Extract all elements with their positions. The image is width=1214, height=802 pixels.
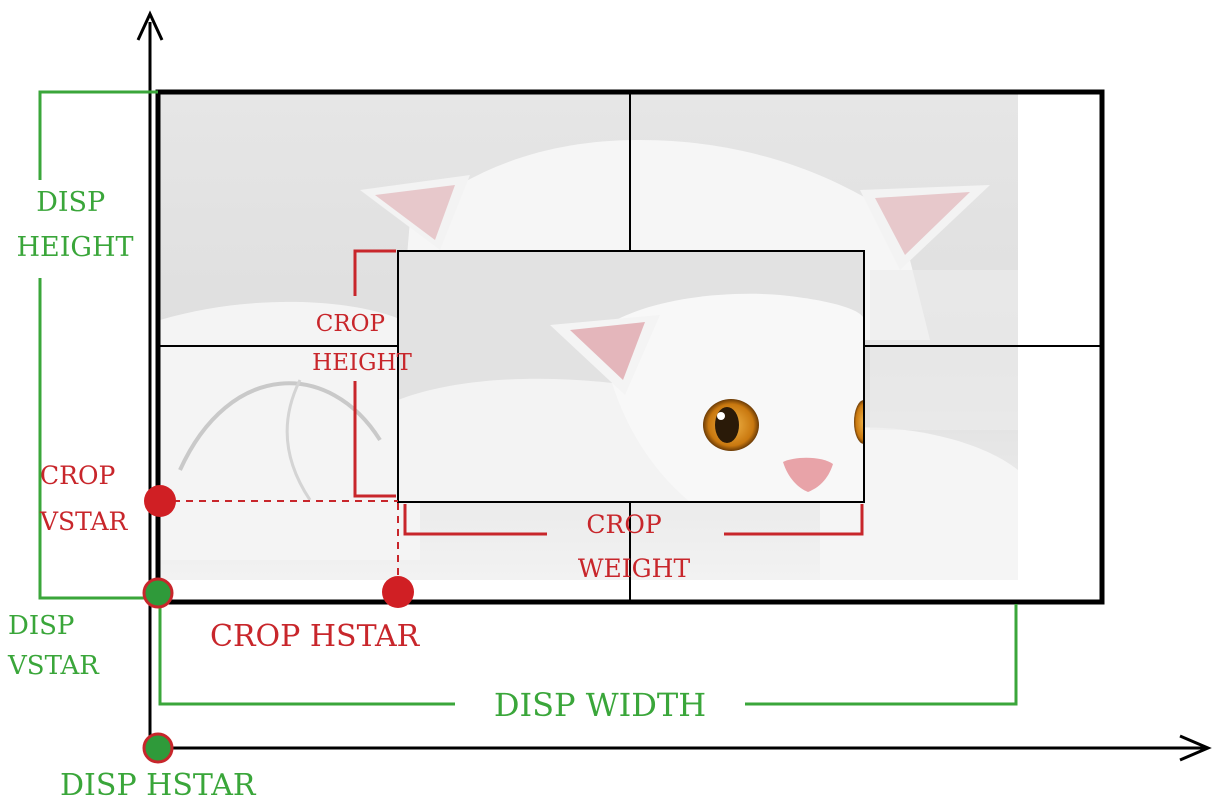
disp-height-bracket	[38, 90, 158, 600]
disp-height-label: DISP HEIGHT	[16, 187, 133, 263]
crop-vstar-label: CROP VSTAR	[39, 461, 129, 536]
crop-hstar-label: CROP HSTAR	[210, 619, 421, 654]
disp-height-line-2: HEIGHT	[16, 232, 133, 263]
axes	[136, 10, 1212, 762]
disp-height-line-1: DISP	[36, 187, 105, 218]
crop-vstar-line-1: CROP	[40, 461, 115, 490]
crop-height-bracket	[353, 249, 396, 498]
disp-width-label: DISP WIDTH	[494, 686, 706, 724]
display-frame	[155, 89, 1105, 605]
disp-vstar-line-2: VSTAR	[7, 651, 100, 681]
crop-height-line-1: CROP	[316, 311, 385, 337]
crop-height-label: CROP HEIGHT	[312, 311, 412, 376]
crop-hstar-point	[382, 576, 414, 608]
crop-vstar-line-2: VSTAR	[39, 507, 129, 536]
disp-hstar-label: DISP HSTAR	[60, 768, 257, 802]
y-axis-arrow-icon	[136, 10, 164, 41]
disp-hstar-point	[142, 732, 174, 764]
crop-guides	[160, 500, 399, 585]
crop-frame	[397, 250, 865, 503]
disp-vstar-line-1: DISP	[8, 611, 74, 641]
disp-vstar-point	[142, 577, 174, 609]
crop-weight-label: CROP WEIGHT	[578, 510, 691, 583]
crop-weight-line-1: CROP	[586, 510, 661, 539]
disp-vstar-label: DISP VSTAR	[7, 611, 100, 681]
crop-photo	[398, 251, 864, 502]
crop-weight-line-2: WEIGHT	[578, 554, 691, 583]
crop-height-line-2: HEIGHT	[312, 350, 412, 376]
crop-weight-bracket	[403, 504, 864, 536]
disp-width-bracket	[158, 602, 1018, 706]
x-axis-arrow-icon	[1179, 734, 1212, 762]
crop-vstar-point	[144, 485, 176, 517]
